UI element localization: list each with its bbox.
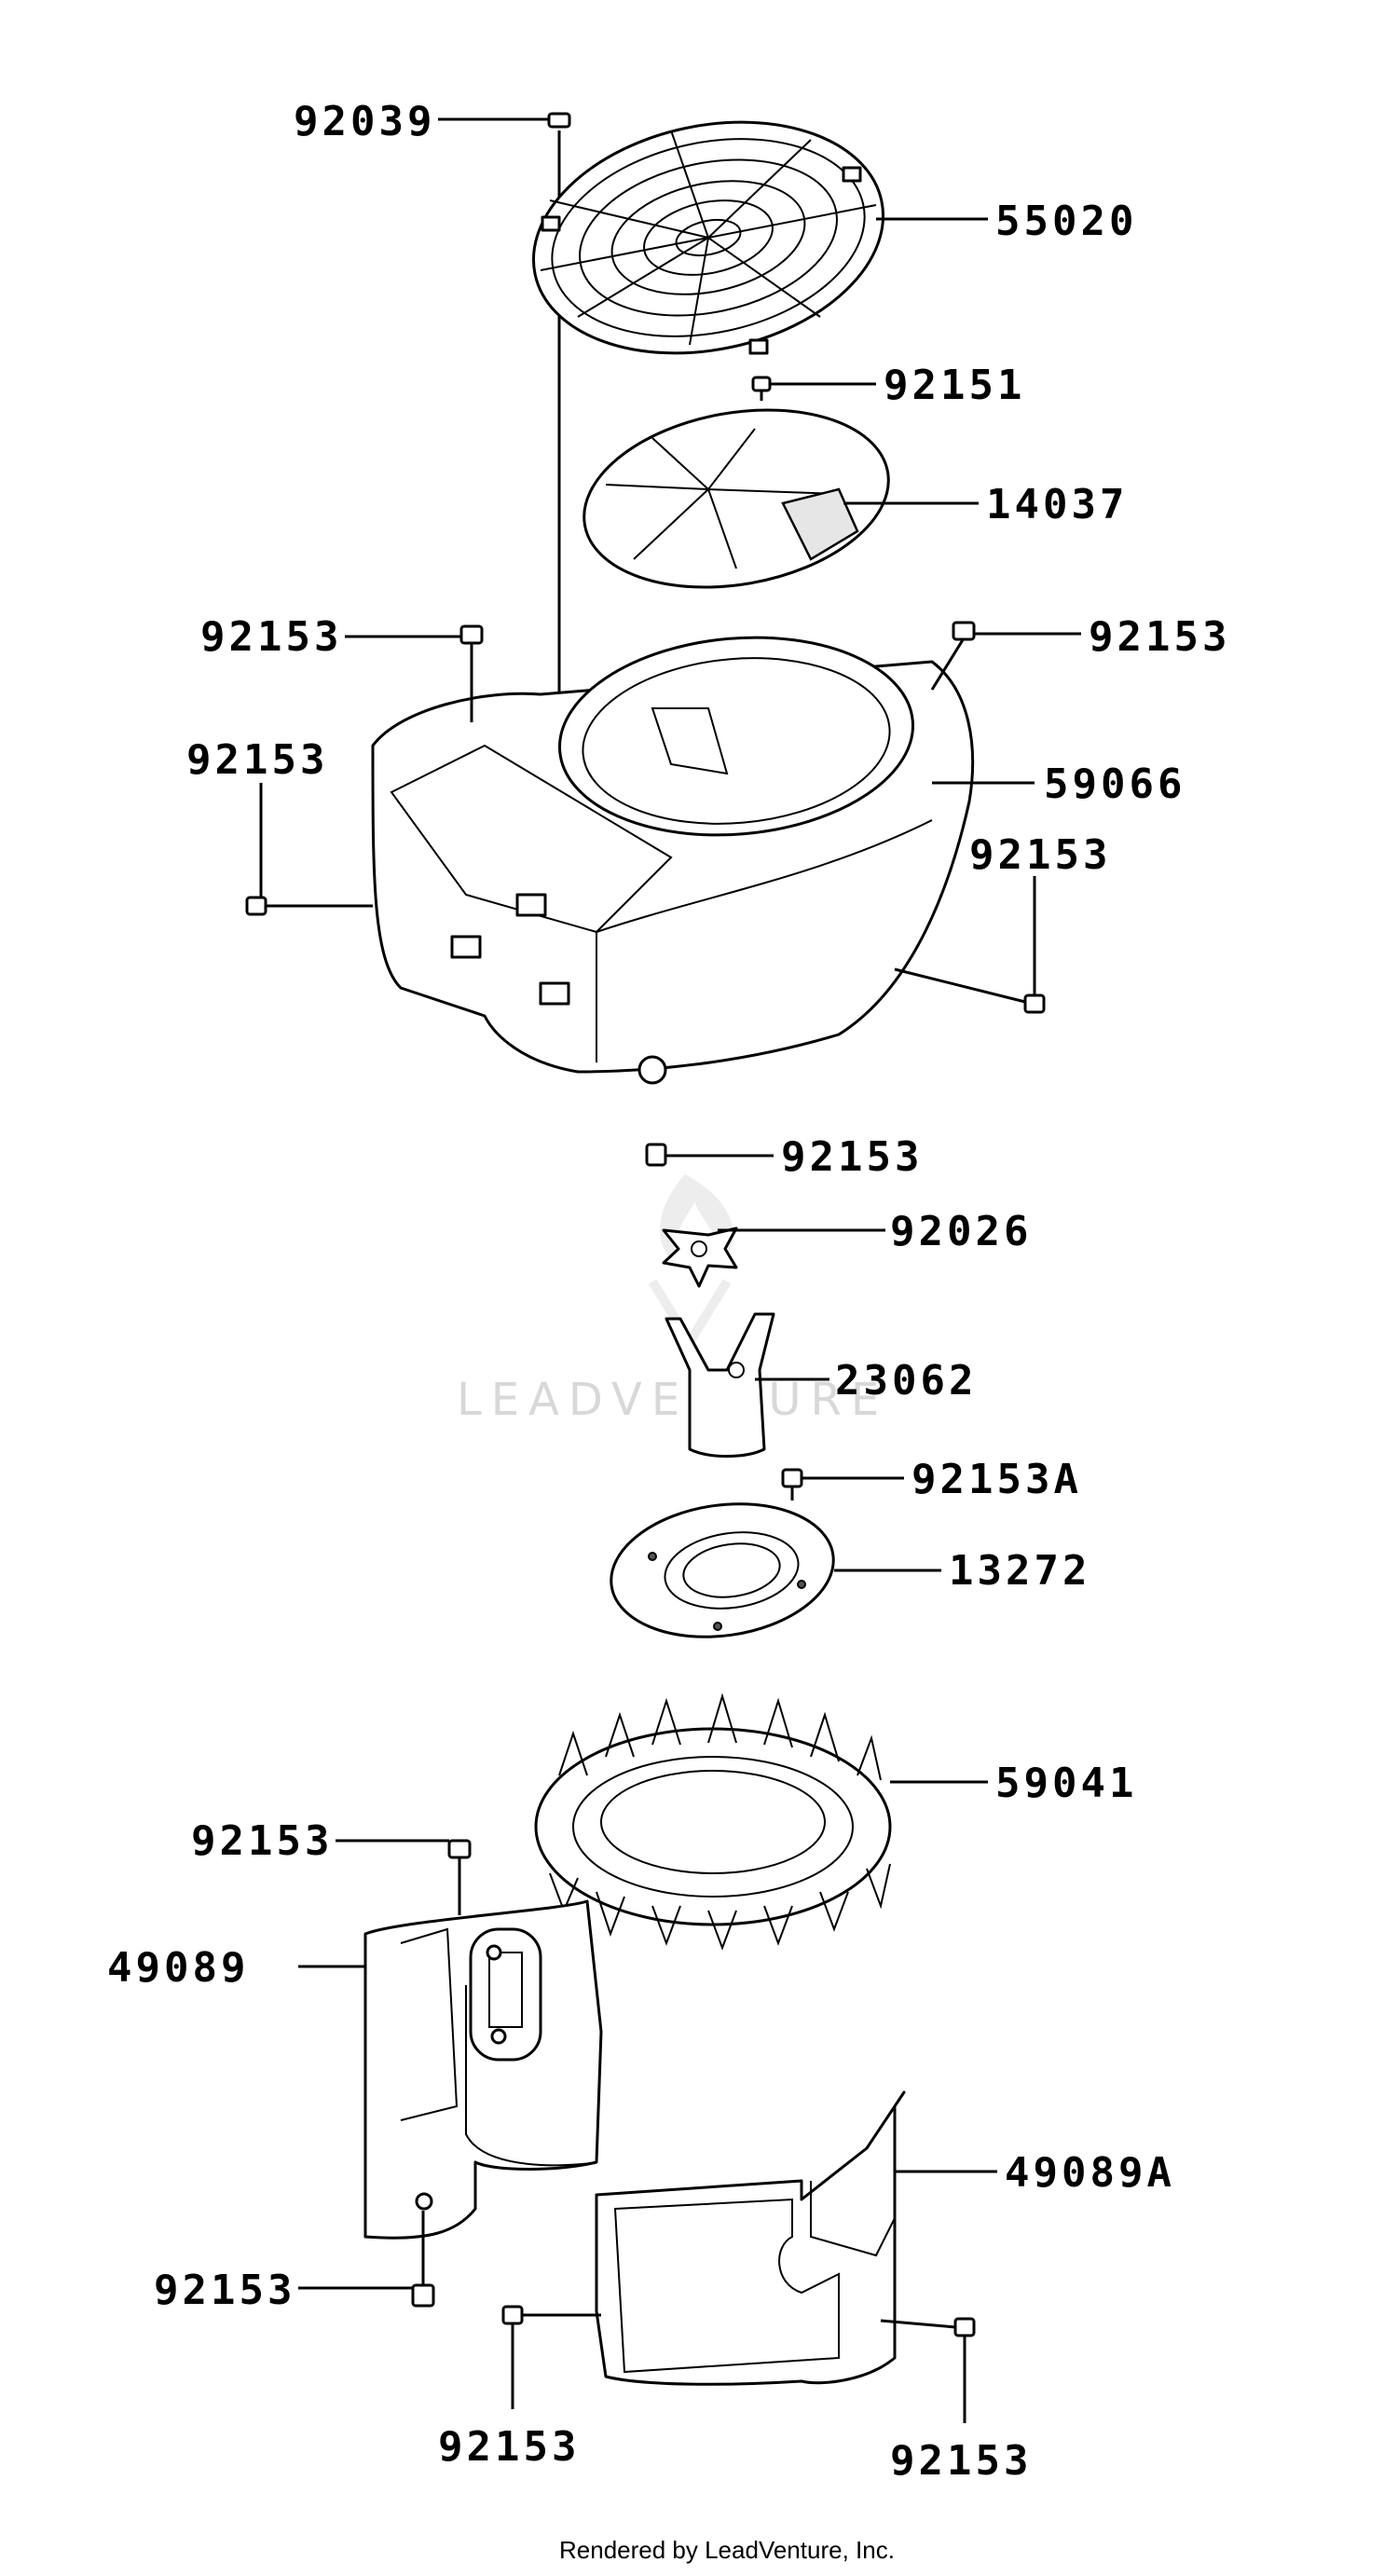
- label-92153-bottom-shroud: 92153: [781, 1133, 923, 1181]
- part-labels: 92039 55020 92151 14037 92153 92153 9215…: [107, 98, 1230, 2485]
- label-59041: 59041: [995, 1760, 1137, 1807]
- part-92153A-screw: [781, 1468, 803, 1500]
- part-59041-fan: [534, 1692, 892, 1951]
- part-49089-cover: [363, 1839, 603, 2308]
- part-55020-screen: [531, 120, 885, 355]
- part-14037-plate: [582, 408, 890, 589]
- footer-credit: Rendered by LeadVenture, Inc.: [559, 2536, 895, 2564]
- leader-lines: [259, 117, 1081, 2423]
- label-14037: 14037: [986, 481, 1128, 528]
- part-92151-screw: [751, 376, 772, 401]
- label-55020: 55020: [995, 198, 1137, 245]
- label-92153-bottom-left: 92153: [438, 2423, 580, 2471]
- part-92026-bracket: [662, 1226, 738, 1288]
- label-92153-cover-top: 92153: [191, 1817, 333, 1865]
- part-59066-shroud: [371, 636, 975, 1085]
- label-49089: 49089: [107, 1944, 249, 1992]
- label-49089A: 49089A: [1005, 2149, 1175, 2197]
- label-92026: 92026: [890, 1208, 1032, 1255]
- watermark-text: LEADVENTURE: [457, 1374, 888, 1426]
- label-92153-bottom-right: 92153: [890, 2437, 1032, 2485]
- label-92153-top-left: 92153: [200, 613, 342, 661]
- label-23062: 23062: [835, 1357, 977, 1404]
- label-92153-left: 92153: [186, 736, 328, 784]
- label-92153-cover-bottom: 92153: [154, 2267, 295, 2314]
- label-92153-top-right: 92153: [1089, 613, 1230, 661]
- label-59066: 59066: [1044, 760, 1186, 808]
- part-13272-plate: [610, 1502, 835, 1638]
- label-92153A: 92153A: [911, 1456, 1082, 1503]
- label-13272: 13272: [949, 1547, 1090, 1595]
- label-92039: 92039: [294, 98, 435, 145]
- part-23062-guide: [665, 1312, 775, 1458]
- label-92151: 92151: [884, 362, 1025, 409]
- label-92153-right: 92153: [969, 831, 1111, 879]
